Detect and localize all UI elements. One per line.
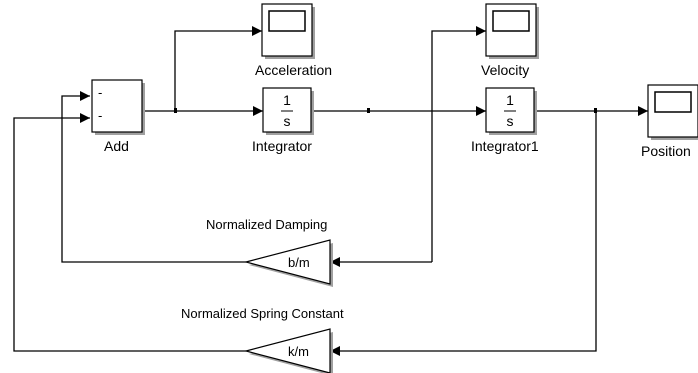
acceleration-scope-block[interactable] [261,3,315,59]
branch-point [367,108,370,113]
signal-damping-to-add[interactable] [61,91,246,263]
integrator-denominator: s [283,113,291,129]
velocity-label: Velocity [481,62,530,78]
branch-point [174,108,177,113]
signal-position-to-spring[interactable] [330,111,597,356]
integrator-block[interactable] [262,87,314,135]
add-block[interactable] [91,79,145,135]
signal-to-acceleration-scope[interactable] [174,26,262,111]
acceleration-label: Acceleration [255,62,333,78]
position-label: Position [641,143,691,159]
position-scope-block[interactable] [647,84,698,140]
spring-gain-title: Normalized Spring Constant [181,306,344,321]
add-label: Add [104,138,129,154]
integrator1-label: Integrator1 [471,138,539,154]
add-port2-sign: - [98,108,103,123]
branch-point [594,108,597,113]
integrator1-denominator: s [506,113,514,129]
integrator1-block[interactable] [485,87,537,135]
add-port1-sign: - [98,85,103,100]
integrator1-numerator: 1 [506,92,514,108]
spring-gain-value: k/m [288,344,309,359]
signal-spring-to-add[interactable] [13,113,246,352]
spring-gain-block[interactable] [243,328,333,373]
signal-to-velocity-scope[interactable] [431,26,486,262]
integrator-numerator: 1 [283,92,291,108]
damping-gain-value: b/m [288,255,310,270]
damping-gain-block[interactable] [243,239,333,287]
velocity-scope-block[interactable] [485,3,539,59]
integrator-label: Integrator [252,138,312,154]
damping-gain-title: Normalized Damping [206,217,328,232]
